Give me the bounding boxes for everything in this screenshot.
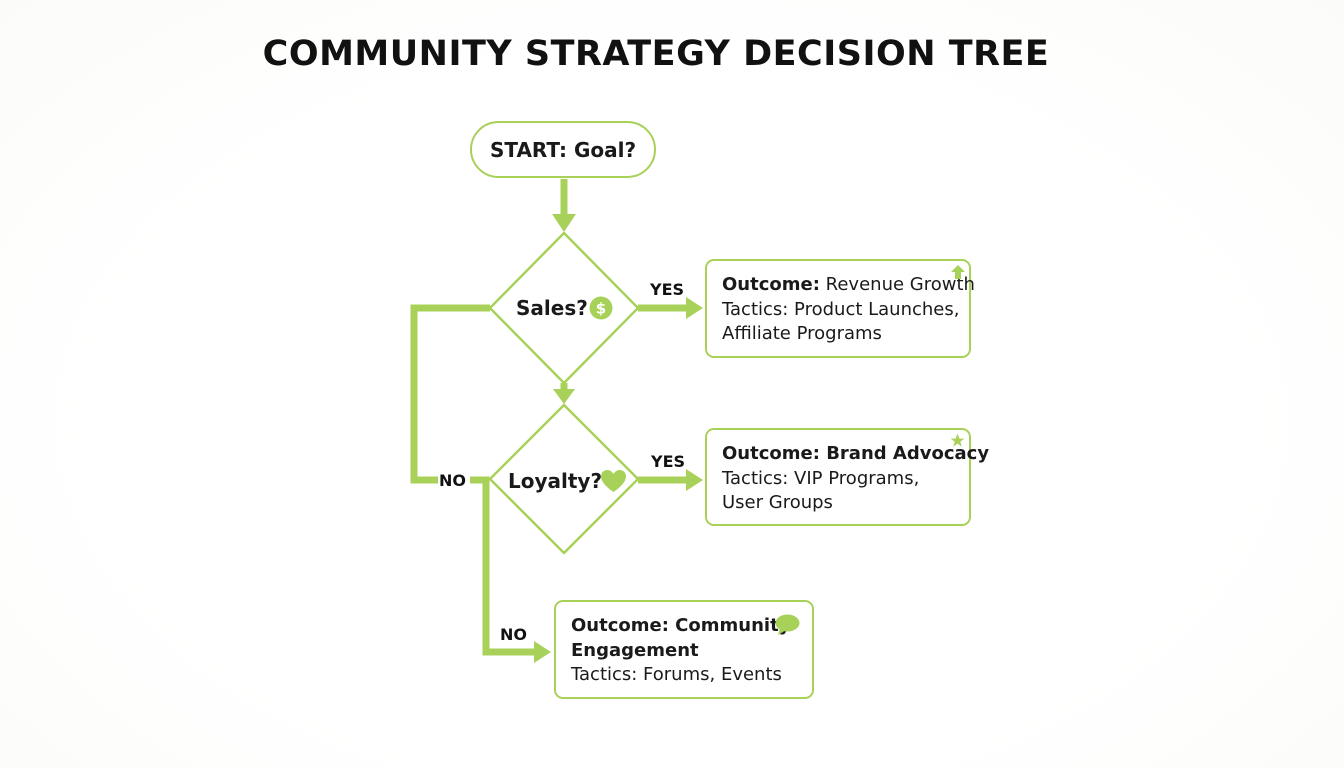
- tactics-line: Tactics: Product Launches,: [722, 298, 960, 320]
- outcome-engagement-title-line1: Outcome: Community: [571, 615, 791, 636]
- tactics-line: Tactics: VIP Programs,: [722, 467, 920, 489]
- arrow-up-icon: [951, 265, 965, 279]
- sales-yes-label: YES: [650, 280, 685, 299]
- speech-bubble-icon: [775, 614, 800, 635]
- outcome-revenue-title: Outcome: Revenue Growth: [722, 273, 975, 298]
- sales-decision-label: Sales?: [516, 296, 588, 320]
- arrowhead-sales-yes: [686, 297, 703, 319]
- heart-icon: [601, 470, 626, 492]
- outcome-name: Brand Advocacy: [826, 443, 990, 464]
- outcome-prefix: Outcome:: [722, 443, 820, 464]
- loyalty-diamond: [488, 403, 640, 555]
- outcome-community-engagement: Outcome: Community Engagement Tactics: F…: [554, 600, 814, 699]
- arrowhead-loyalty-yes: [686, 469, 703, 491]
- outcome-name: Revenue Growth: [825, 274, 975, 295]
- outcome-prefix: Outcome:: [722, 274, 820, 295]
- arrowhead-start-to-sales: [552, 214, 576, 232]
- svg-text:$: $: [596, 300, 606, 318]
- arrowhead-loyalty-no: [534, 641, 551, 663]
- outcome-advocacy-title: Outcome: Brand Advocacy: [722, 442, 989, 467]
- diagram-title: COMMUNITY STRATEGY DECISION TREE: [262, 34, 1050, 74]
- star-icon: [950, 433, 965, 447]
- tactics-line: User Groups: [722, 492, 833, 513]
- edge-sales-no: [410, 304, 490, 484]
- outcome-engagement-title-line2: Engagement: [571, 639, 699, 661]
- tactics-line: Tactics: Forums, Events: [571, 664, 782, 685]
- edge-loyalty-no: [470, 476, 536, 656]
- loyalty-no-label: NO: [500, 625, 527, 644]
- start-node-label: START: Goal?: [489, 137, 637, 162]
- dollar-icon: $: [589, 296, 613, 320]
- tactics-line: Affiliate Programs: [722, 323, 882, 344]
- sales-no-label: NO: [439, 471, 466, 490]
- arrowhead-sales-to-loyalty: [553, 389, 575, 404]
- loyalty-decision-label: Loyalty?: [508, 469, 603, 493]
- loyalty-yes-label: YES: [651, 452, 686, 471]
- outcome-revenue-growth: Outcome: Revenue Growth Tactics: Product…: [705, 259, 975, 358]
- outcome-brand-advocacy: Outcome: Brand Advocacy Tactics: VIP Pro…: [705, 428, 989, 526]
- start-node: START: Goal?: [470, 121, 656, 178]
